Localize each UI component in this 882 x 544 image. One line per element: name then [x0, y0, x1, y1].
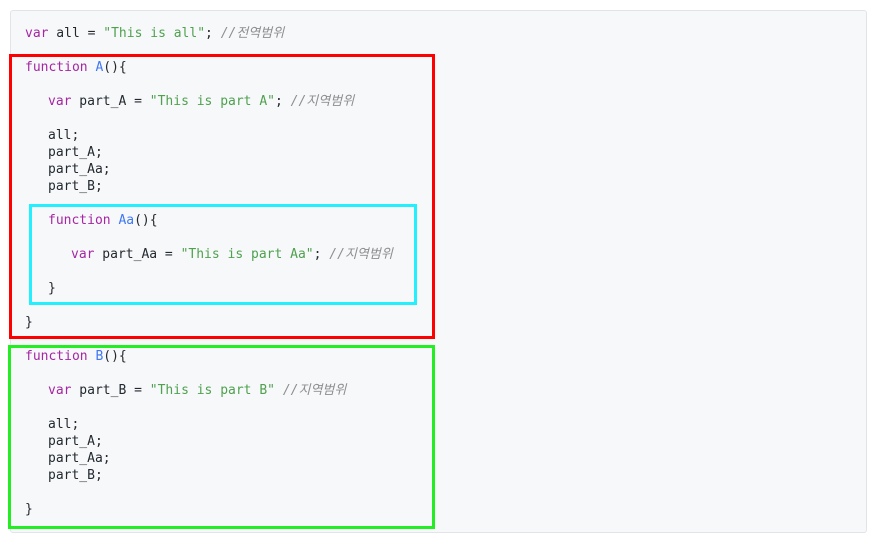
- code-line-function-b: function B(){: [25, 349, 127, 365]
- code-text: (){: [134, 213, 158, 228]
- keyword: var: [48, 94, 72, 109]
- code-line-statement: part_Aa;: [48, 162, 111, 177]
- code-text: (){: [103, 60, 127, 75]
- comment: //지역범위: [329, 247, 393, 262]
- function-name: B: [95, 349, 104, 364]
- code-text: part_Aa =: [94, 247, 181, 262]
- code-text: all =: [48, 26, 104, 41]
- code-line-close-brace-b: }: [25, 502, 33, 517]
- code-line-statement: part_B;: [48, 468, 103, 483]
- keyword: function: [25, 60, 88, 75]
- keyword: function: [25, 349, 88, 364]
- string-literal: "This is all": [103, 26, 206, 41]
- keyword: var: [48, 383, 72, 398]
- function-name: A: [95, 60, 104, 75]
- string-literal: "This is part B": [149, 383, 275, 398]
- code-line-function-a: function A(){: [25, 60, 127, 76]
- code-line-close-brace-a: }: [25, 315, 33, 330]
- function-name: Aa: [118, 213, 135, 228]
- keyword: var: [25, 26, 49, 41]
- code-text: part_A =: [71, 94, 150, 109]
- code-text: ;: [205, 26, 221, 41]
- code-line-statement: part_A;: [48, 434, 103, 449]
- code-line-part-a-var: var part_A = "This is part A"; //지역범위: [48, 94, 354, 110]
- code-text: (){: [103, 349, 127, 364]
- string-literal: "This is part Aa": [180, 247, 314, 262]
- code-line-statement: part_Aa;: [48, 451, 111, 466]
- code-line-function-aa: function Aa(){: [48, 213, 158, 229]
- code-line-statement: part_A;: [48, 145, 103, 160]
- code-block: [10, 10, 867, 533]
- comment: //전역범위: [220, 26, 285, 41]
- code-line-part-b-var: var part_B = "This is part B" //지역범위: [48, 383, 346, 399]
- code-text: [275, 383, 283, 398]
- code-text: part_B =: [71, 383, 150, 398]
- code-line-statement: all;: [48, 417, 80, 432]
- code-line-global-var: var all = "This is all"; //전역범위: [25, 26, 284, 42]
- code-text: ;: [275, 94, 291, 109]
- comment: //지역범위: [290, 94, 355, 109]
- code-line-statement: all;: [48, 128, 80, 143]
- code-line-part-aa-var: var part_Aa = "This is part Aa"; //지역범위: [71, 247, 393, 263]
- string-literal: "This is part A": [149, 94, 275, 109]
- keyword: var: [71, 247, 95, 262]
- keyword: function: [48, 213, 111, 228]
- code-text: ;: [313, 247, 330, 262]
- code-line-close-brace-aa: }: [48, 281, 56, 296]
- comment: //지역범위: [282, 383, 347, 398]
- code-line-statement: part_B;: [48, 179, 103, 194]
